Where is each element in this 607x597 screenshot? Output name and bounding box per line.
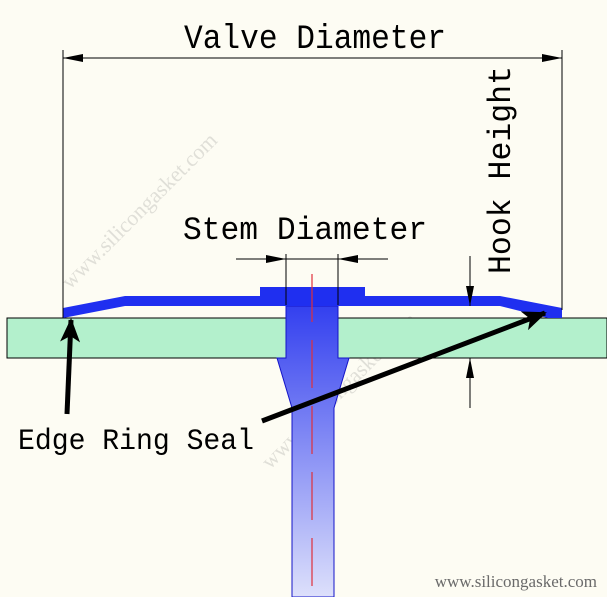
svg-text:www.silicongasket.com: www.silicongasket.com	[56, 127, 222, 293]
hook-height-dimension: Hook Height	[466, 66, 520, 408]
edge-ring-seal-callout: Edge Ring Seal	[18, 310, 547, 459]
svg-text:Edge Ring Seal: Edge Ring Seal	[18, 425, 254, 459]
valve-stem	[276, 305, 350, 597]
stem-diameter-dimension: Stem Diameter	[183, 212, 427, 305]
svg-text:Hook Height: Hook Height	[483, 66, 520, 274]
svg-text:Valve Diameter: Valve Diameter	[184, 21, 446, 59]
svg-text:Stem Diameter: Stem Diameter	[183, 212, 427, 249]
valve-diameter-dimension: Valve Diameter	[62, 21, 563, 318]
footer-url: www.silicongasket.com	[435, 572, 597, 591]
